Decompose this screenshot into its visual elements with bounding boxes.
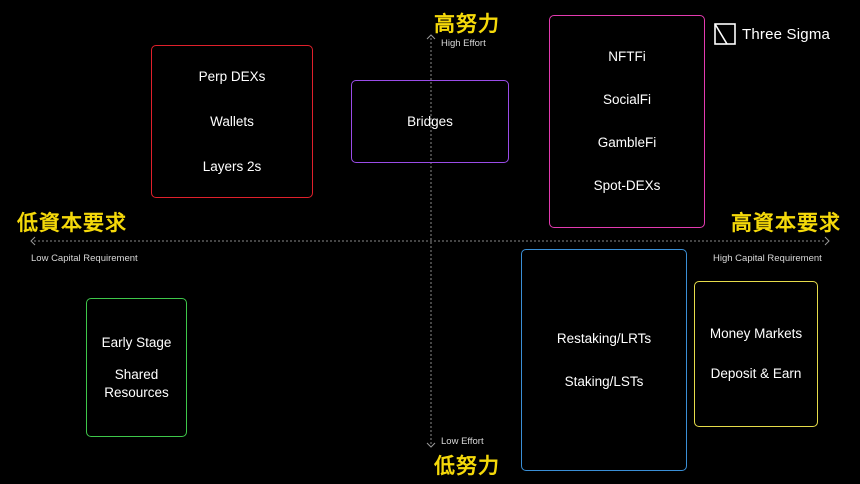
perp-dexs-box: Perp DEXs Wallets Layers 2s [151,45,313,198]
nftfi-box: NFTFi SocialFi GambleFi Spot-DEXs [549,15,705,228]
money-markets-box: Money Markets Deposit & Earn [694,281,818,427]
three-sigma-logo-icon [714,23,736,45]
bottom-arrowhead-icon [426,442,436,448]
box-item-perp-dexs: Perp DEXs [198,68,266,84]
brand-name: Three Sigma [742,25,831,43]
box-item-socialfi: SocialFi [602,92,651,107]
restaking-box: Restaking/LRTs Staking/LSTs [521,249,687,471]
high-effort-label: High Effort [441,38,486,49]
box-item-spot-dexs: Spot-DEXs [593,178,661,193]
box-item-money-markets: Money Markets [709,326,803,341]
left-arrowhead-icon [30,236,36,246]
low-effort-label-cn: 低努力 [434,454,500,478]
low-effort-label: Low Effort [441,436,484,447]
low-capital-label-cn: 低資本要求 [17,211,127,235]
early-stage-box: Early Stage Shared Resources [86,298,187,437]
right-arrowhead-icon [824,236,830,246]
box-item-nftfi: NFTFi [608,49,646,64]
bridges-box: Bridges [351,80,509,163]
box-item-bridges: Bridges [407,113,453,129]
low-capital-label: Low Capital Requirement [31,253,138,264]
box-item-restaking-lrts: Restaking/LRTs [556,330,652,346]
box-item-wallets: Wallets [210,113,254,129]
box-item-gamblefi: GambleFi [597,135,657,150]
high-capital-label-cn: 高資本要求 [731,211,841,235]
box-item-deposit-earn: Deposit & Earn [710,366,802,381]
box-item-layers-2s: Layers 2s [202,158,262,174]
three-sigma-logo: Three Sigma [714,23,830,45]
box-item-shared-resources: Shared Resources [104,366,169,400]
high-capital-label: High Capital Requirement [713,253,822,264]
box-item-early-stage: Early Stage [101,334,172,350]
box-item-staking-lsts: Staking/LSTs [564,373,644,389]
high-effort-label-cn: 高努力 [434,12,500,36]
top-arrowhead-icon [426,34,436,40]
